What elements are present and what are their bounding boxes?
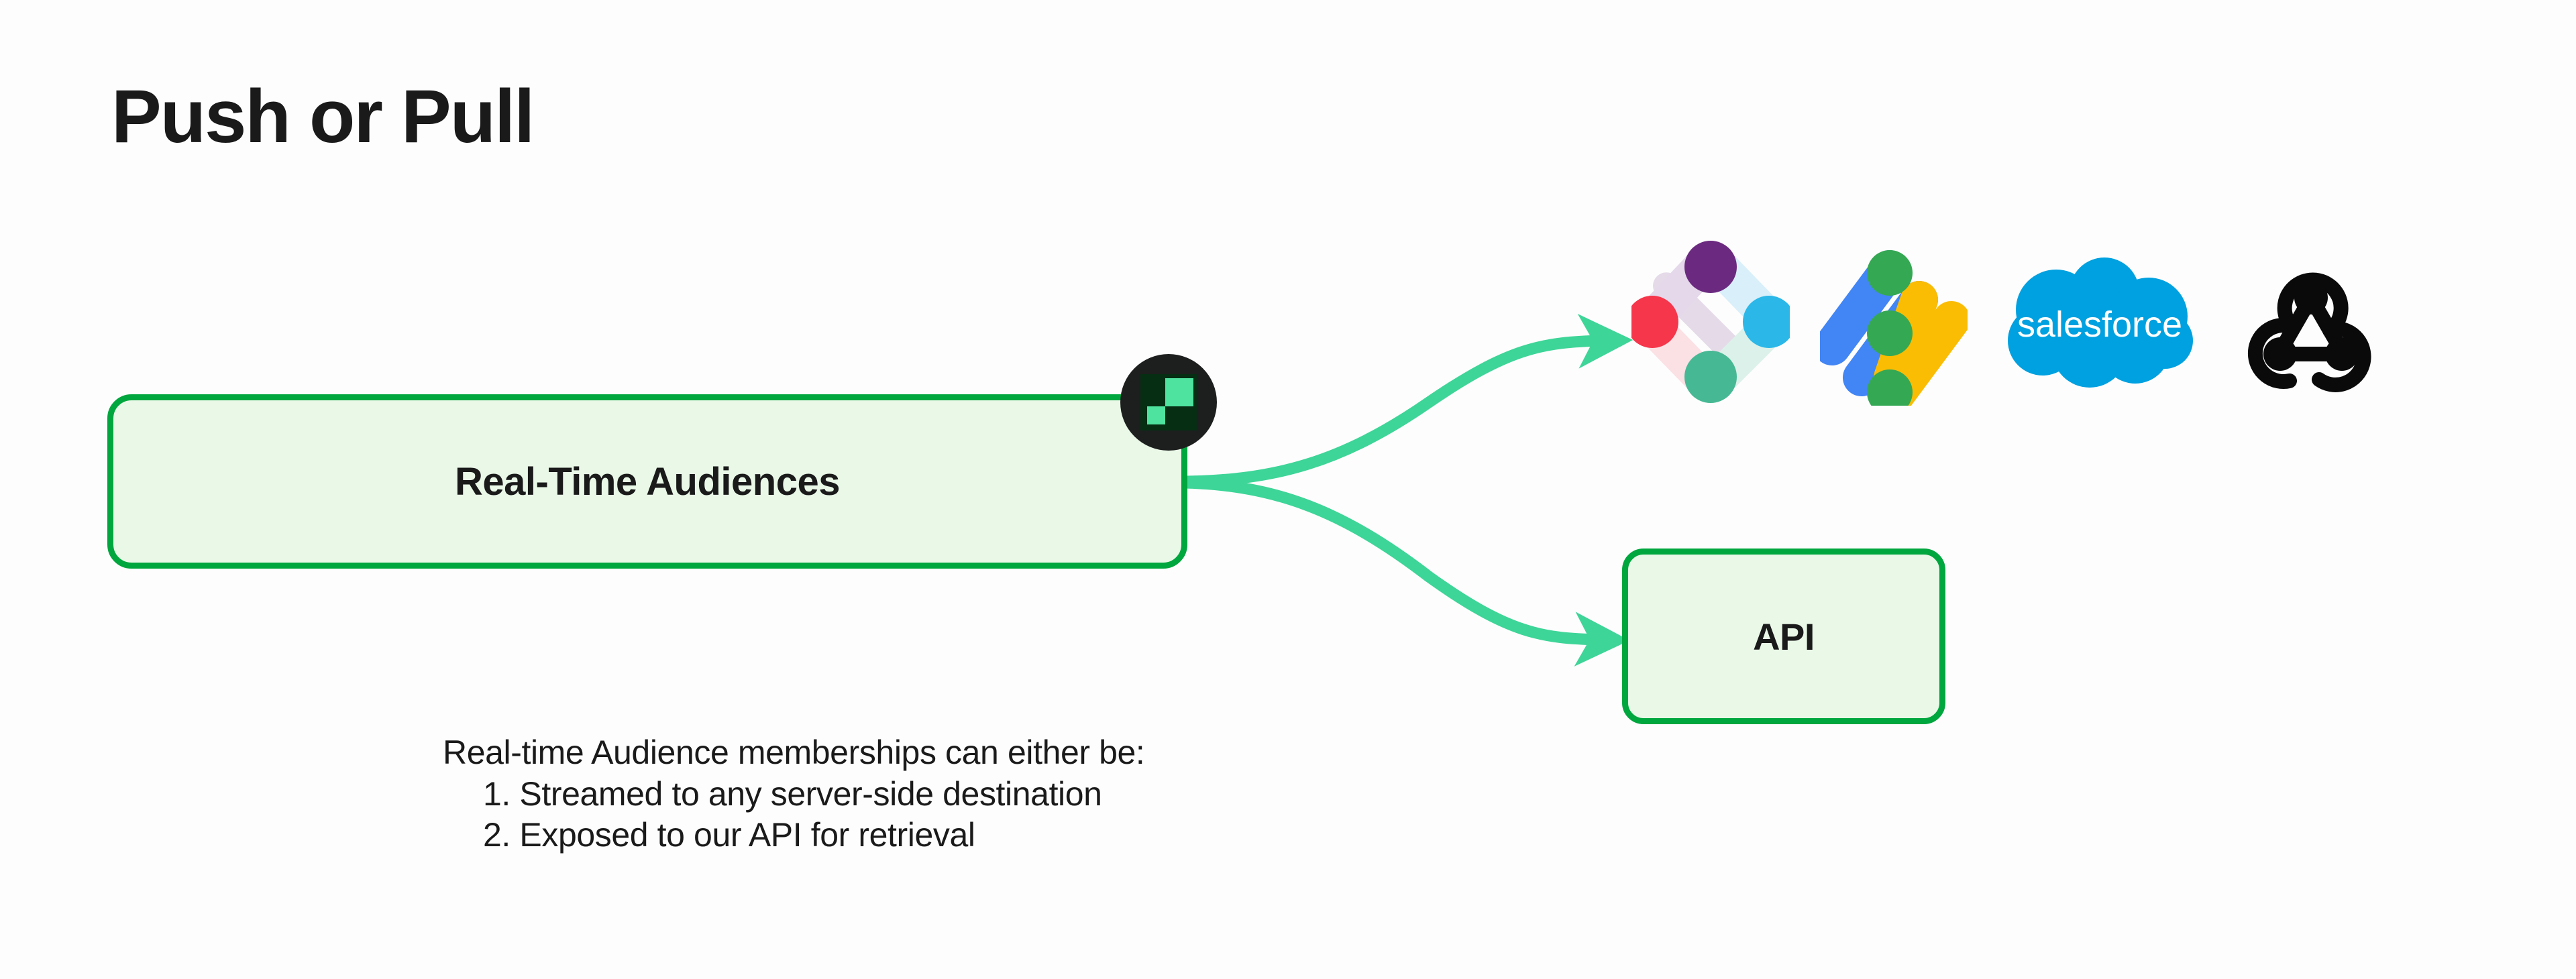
arrow-to-api — [1180, 477, 1630, 667]
google-ads-node-2 — [1867, 310, 1913, 356]
api-box[interactable]: API — [1622, 549, 1945, 724]
amplitude-glyph — [1140, 374, 1197, 430]
real-time-audiences-box[interactable]: Real-Time Audiences — [107, 394, 1187, 569]
caption-item-1: 1. Streamed to any server-side destinati… — [483, 774, 1102, 813]
braze-node-red — [1631, 296, 1678, 348]
webhook-node-top — [2294, 281, 2328, 314]
salesforce-glyph: salesforce — [2008, 257, 2193, 388]
caption-intro: Real-time Audience memberships can eithe… — [443, 734, 1145, 771]
salesforce-logo-icon[interactable]: salesforce — [1999, 231, 2200, 412]
webhook-logo-icon[interactable] — [2227, 231, 2395, 412]
google-ads-node-3 — [1867, 369, 1913, 406]
destination-logos-row: salesforce — [1623, 231, 2428, 412]
webhook-glyph — [2247, 272, 2371, 392]
braze-node-teal — [1684, 351, 1737, 403]
real-time-audiences-label: Real-Time Audiences — [455, 459, 840, 504]
caption-item-2: 2. Exposed to our API for retrieval — [483, 816, 975, 854]
braze-node-cyan — [1743, 296, 1790, 348]
amplitude-logo-icon — [1120, 354, 1217, 451]
google-ads-glyph — [1820, 250, 1968, 406]
braze-logo-icon[interactable] — [1623, 231, 1798, 412]
google-ads-node-1 — [1867, 250, 1913, 296]
api-label: API — [1753, 615, 1815, 658]
braze-node-purple — [1684, 241, 1737, 293]
webhook-node-left — [2263, 337, 2297, 371]
page-title: Push or Pull — [111, 74, 535, 158]
google-ads-logo-icon[interactable] — [1810, 231, 1978, 412]
braze-glyph — [1631, 241, 1790, 403]
caption-block: Real-time Audience memberships can eithe… — [443, 732, 1145, 856]
salesforce-wordmark: salesforce — [2017, 304, 2182, 345]
webhook-node-right — [2325, 337, 2359, 371]
arrow-to-destinations — [1180, 314, 1633, 487]
